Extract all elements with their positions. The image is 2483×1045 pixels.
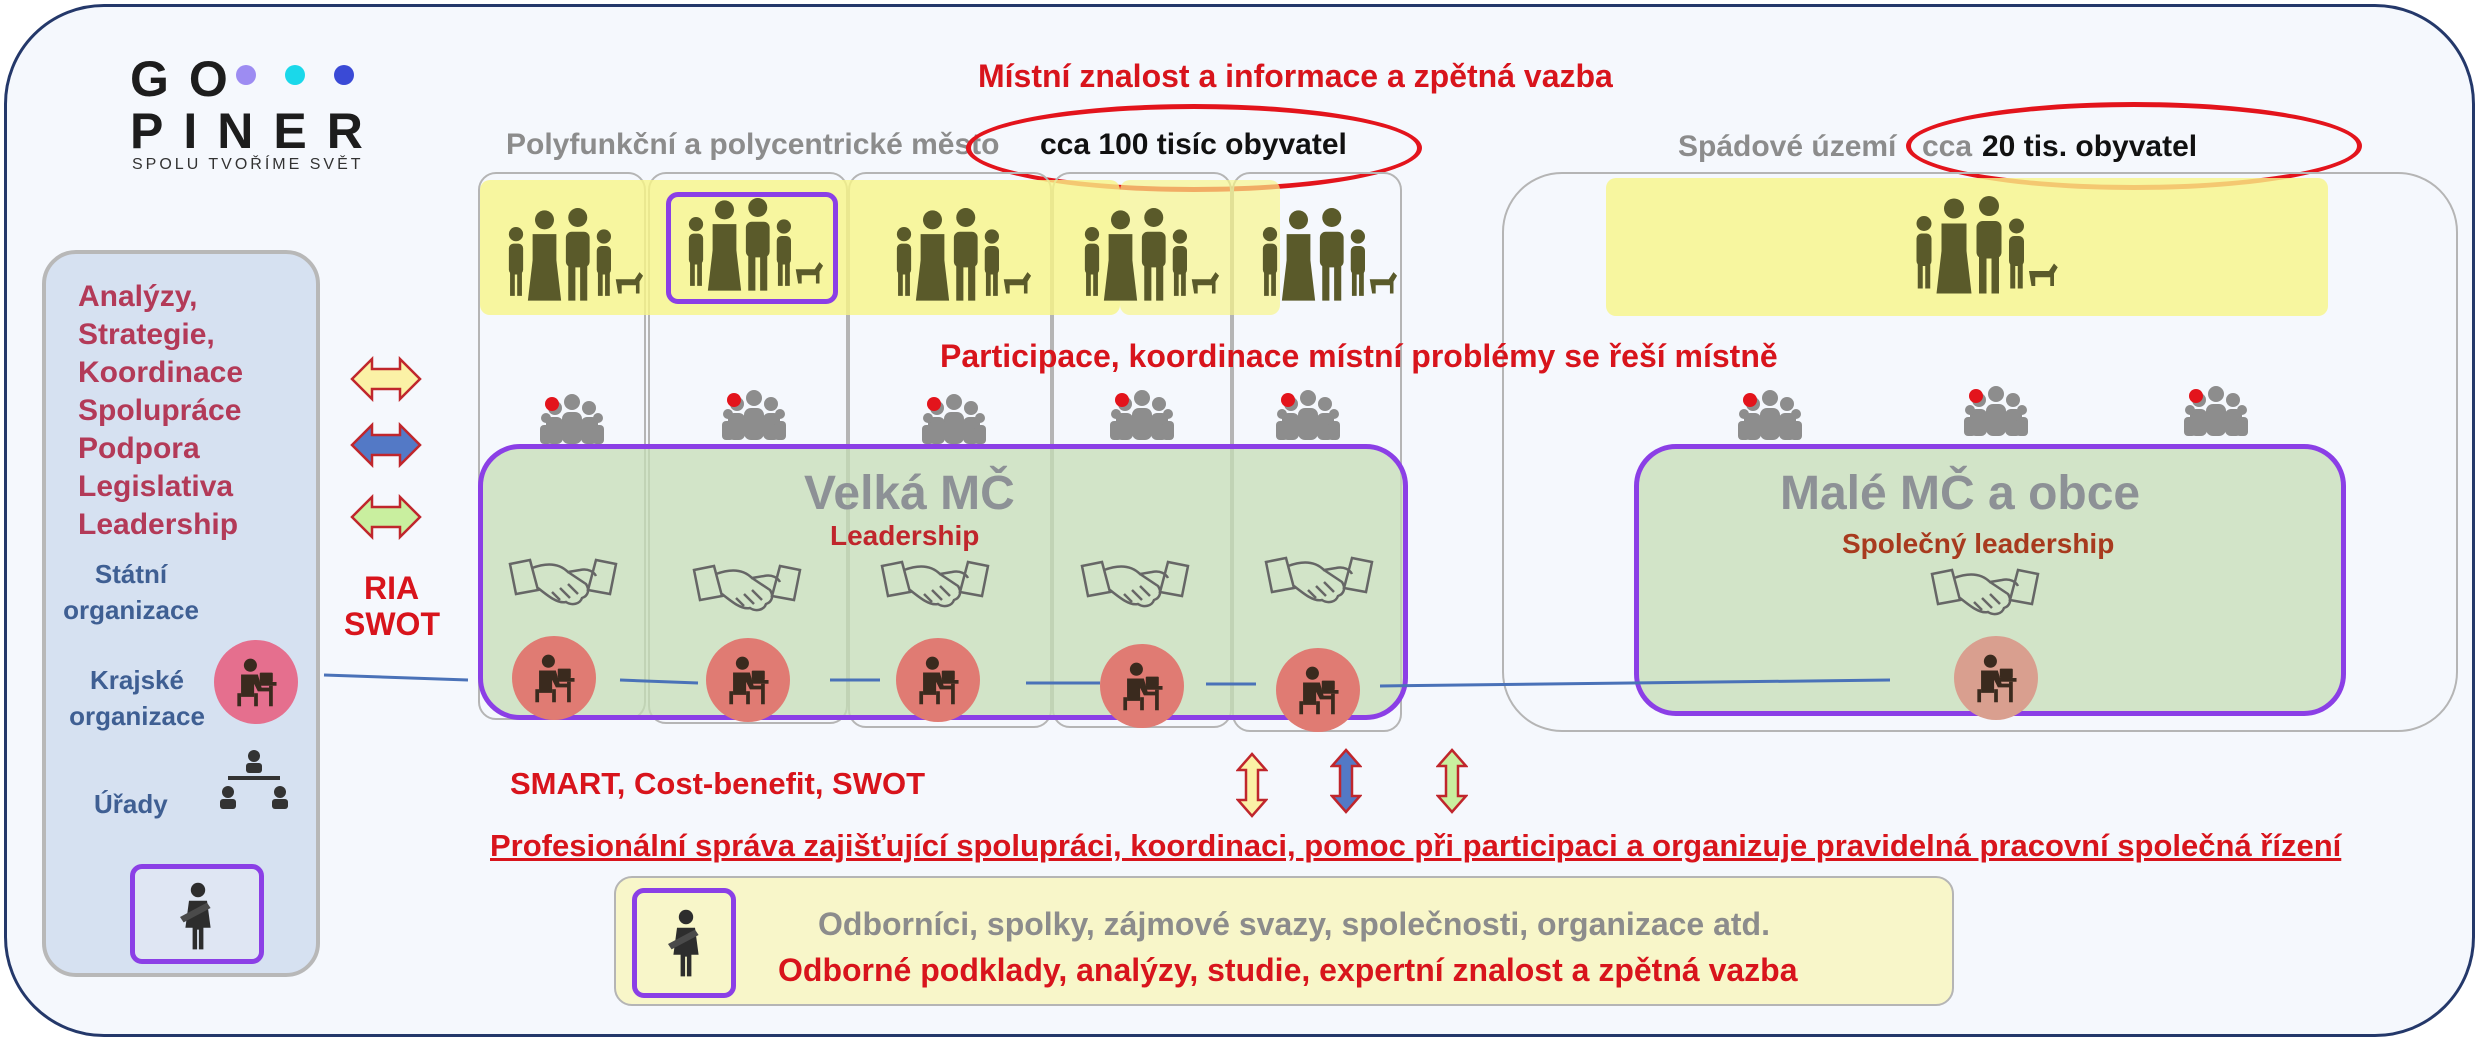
small-district-leadership: Společný leadership [1842,528,2115,559]
professional-management-line: Profesionální správa zajišťující spolupr… [490,828,2342,863]
experts-line1: Odborníci, spolky, zájmové svazy, společ… [818,906,1770,942]
left-panel [42,250,320,977]
handshake-icon [692,556,802,622]
official-avatar [706,638,790,722]
city-heading-grey: Polyfunkční a polycentrické město [506,128,1000,161]
handshake-icon [1080,552,1190,618]
group-icon [1110,388,1174,444]
small-district-title: Malé MČ a obce [1780,467,2141,520]
offices-label: Úřady [94,789,168,819]
left-panel-item: Leadership [78,508,239,541]
family-icon [1074,208,1224,303]
left-panel-item: Koordinace [78,356,244,389]
logo-line1: GO [130,51,248,107]
big-district-leadership: Leadership [830,520,980,551]
handshake-icon [508,550,618,616]
family-icon [886,208,1036,303]
double-arrow-icon [350,422,422,468]
experts-line2: Odborné podklady, analýzy, studie, exper… [778,952,1798,988]
top-title: Místní znalost a informace a zpětná vazb… [978,58,1613,94]
handshake-icon [1264,548,1374,614]
office-worker-icon [526,650,582,706]
office-worker-icon [720,652,776,708]
group-icon [540,392,604,448]
group-icon [722,388,786,444]
connection-line [323,673,1891,688]
group-icon [1276,388,1340,444]
double-arrow-icon [1236,752,1268,818]
official-avatar [1276,648,1360,732]
double-arrow-icon [1330,748,1362,814]
official-avatar [1100,644,1184,728]
logo-line2: PINER [130,103,383,159]
regional-official-avatar [214,640,298,724]
region-heading-grey: Spádové území [1678,130,1897,163]
official-avatar [896,638,980,722]
official-avatar [512,636,596,720]
left-panel-item: Spolupráce [78,394,242,427]
family-icon [1252,208,1402,303]
participation-title: Participace, koordinace místní problémy … [940,338,1778,374]
group-icon [922,392,986,448]
group-icon [1738,388,1802,444]
handshake-icon [880,552,990,618]
office-worker-icon [228,654,284,710]
expert-icon [659,905,713,983]
double-arrow-icon [350,494,422,540]
office-worker-icon [1290,662,1346,718]
logo-dot-blue [334,65,354,85]
logo-dot-purple [236,65,256,85]
double-arrow-icon [1436,748,1468,814]
office-worker-icon [910,652,966,708]
logo-tagline: SPOLU TVOŘÍME SVĚT [132,156,364,173]
office-worker-icon [1968,650,2024,706]
left-panel-item: Analýzy, [78,280,198,313]
swot-label: SWOT [344,606,440,642]
family-icon [1904,196,2064,296]
left-panel-items: Analýzy, Strategie, Koordinace Spoluprác… [78,278,243,544]
regional-org-label: Krajské organizace [69,665,205,731]
state-org-label: Státní organizace [63,559,199,625]
region-container [1502,172,2458,732]
big-district-title: Velká MČ [804,467,1015,520]
left-panel-item: Podpora [78,432,200,465]
double-arrow-icon [350,356,422,402]
left-panel-item: Strategie, [78,318,215,351]
group-icon [1964,384,2028,440]
ria-label: RIA [364,570,420,606]
logo-dot-cyan [285,65,305,85]
highlighted-family-box [666,192,838,304]
official-avatar [1954,636,2038,720]
hierarchy-icon [214,748,294,818]
office-worker-icon [1114,658,1170,714]
expert-icon [171,879,225,955]
methods-label: SMART, Cost-benefit, SWOT [510,766,926,801]
family-icon [498,208,648,303]
left-panel-item: Legislativa [78,470,234,503]
group-icon [2184,384,2248,440]
logo: GO PINER SPOLU TVOŘÍME SVĚT [130,50,370,175]
expert-box-bottom [632,888,736,998]
expert-box-left [130,864,264,964]
experts-panel [614,876,1954,1006]
handshake-icon [1930,560,2040,626]
